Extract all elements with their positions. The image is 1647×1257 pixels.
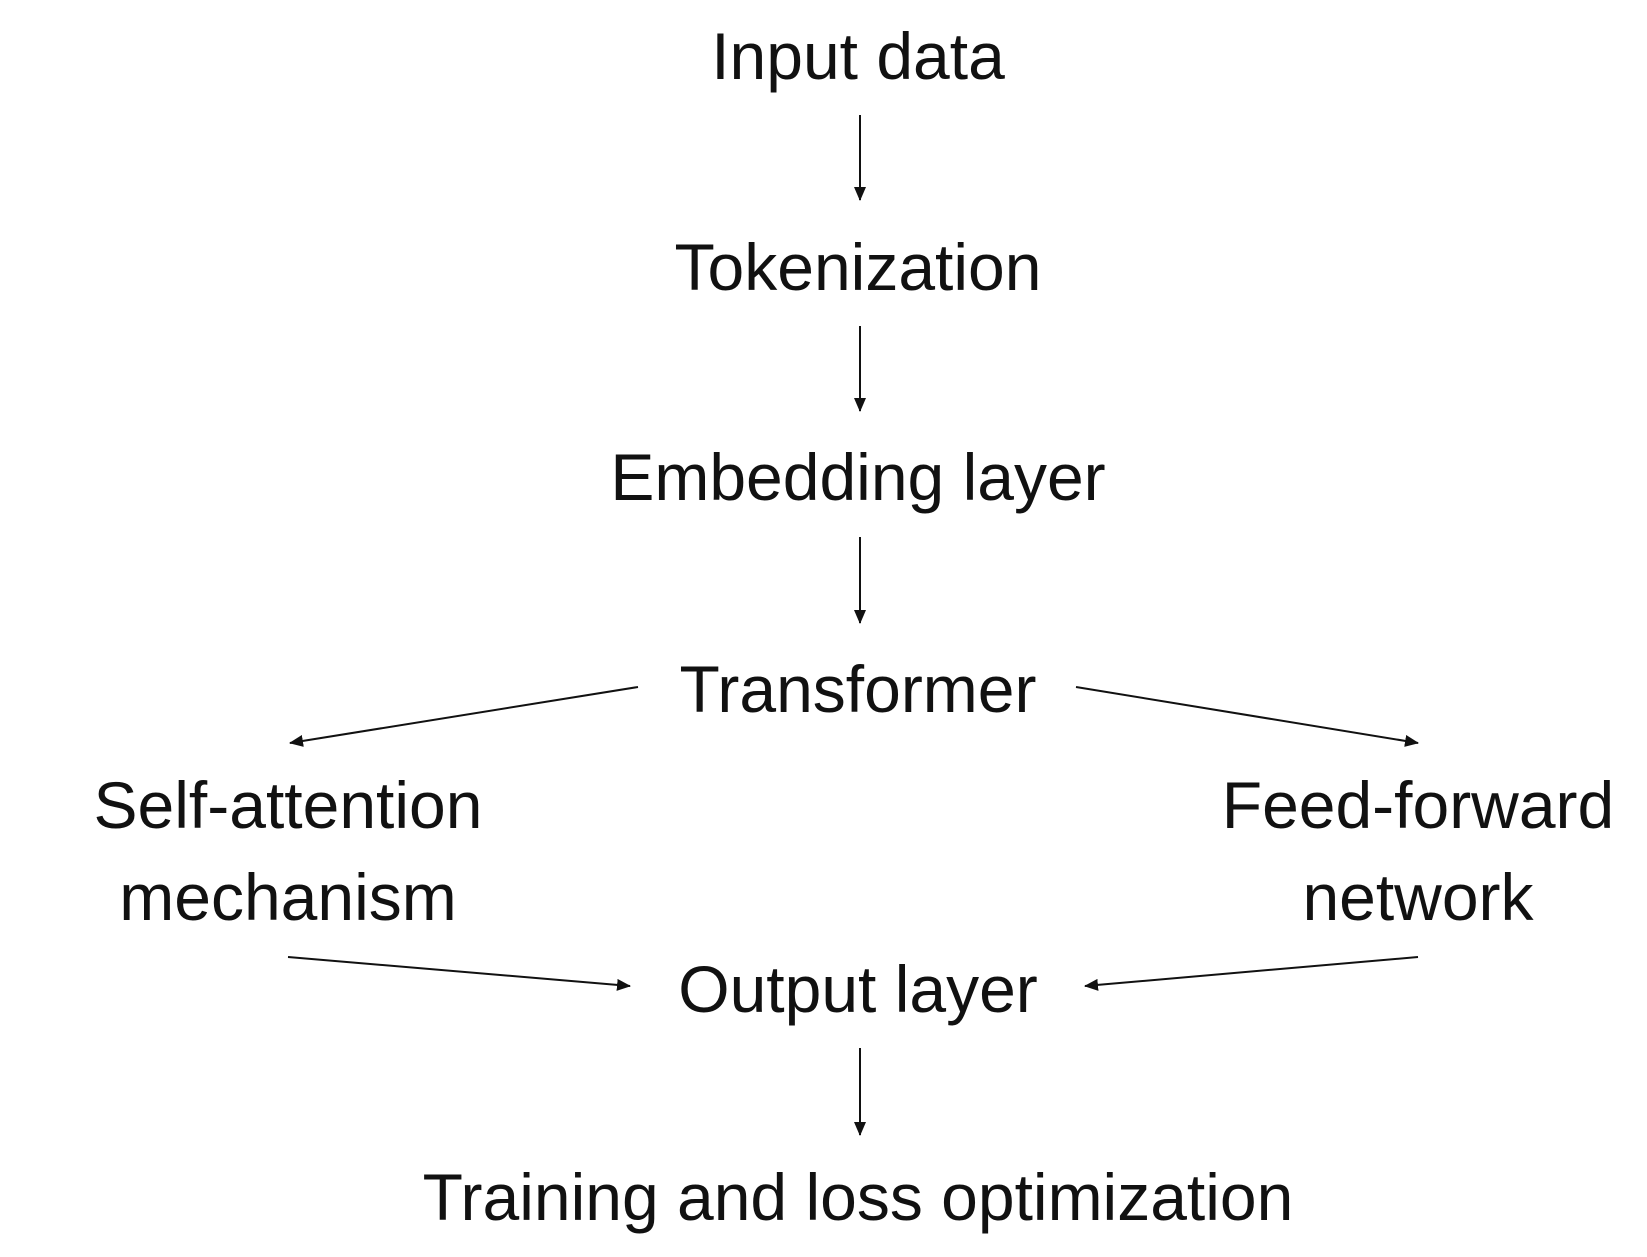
node-output-layer-label: Output layer [678,952,1038,1026]
node-feed-forward: Feed-forward network [1222,759,1615,943]
node-self-attention-line-2: mechanism [119,860,457,934]
node-feed-forward-line-2: network [1302,860,1534,934]
node-embedding-layer-label: Embedding layer [610,440,1106,514]
node-self-attention-line-1: Self-attention [93,768,483,842]
node-embedding-layer: Embedding layer [610,431,1105,523]
node-training: Training and loss optimization [423,1151,1294,1243]
arrow-transformer-to-feed-forward [1075,686,1419,747]
node-feed-forward-line-1: Feed-forward [1221,768,1615,842]
node-transformer: Transformer [680,643,1037,735]
node-tokenization: Tokenization [675,221,1042,313]
node-input-data: Input data [711,10,1005,102]
arrow-transformer-to-self-attention [289,686,639,747]
node-self-attention: Self-attention mechanism [94,759,483,943]
node-input-data-label: Input data [711,19,1005,93]
node-tokenization-label: Tokenization [674,230,1042,304]
node-output-layer: Output layer [678,943,1038,1035]
node-transformer-label: Transformer [679,652,1037,726]
node-training-label: Training and loss optimization [422,1160,1294,1234]
arrow-self-attention-to-output [287,956,631,991]
arrow-feed-forward-to-output [1084,956,1419,991]
